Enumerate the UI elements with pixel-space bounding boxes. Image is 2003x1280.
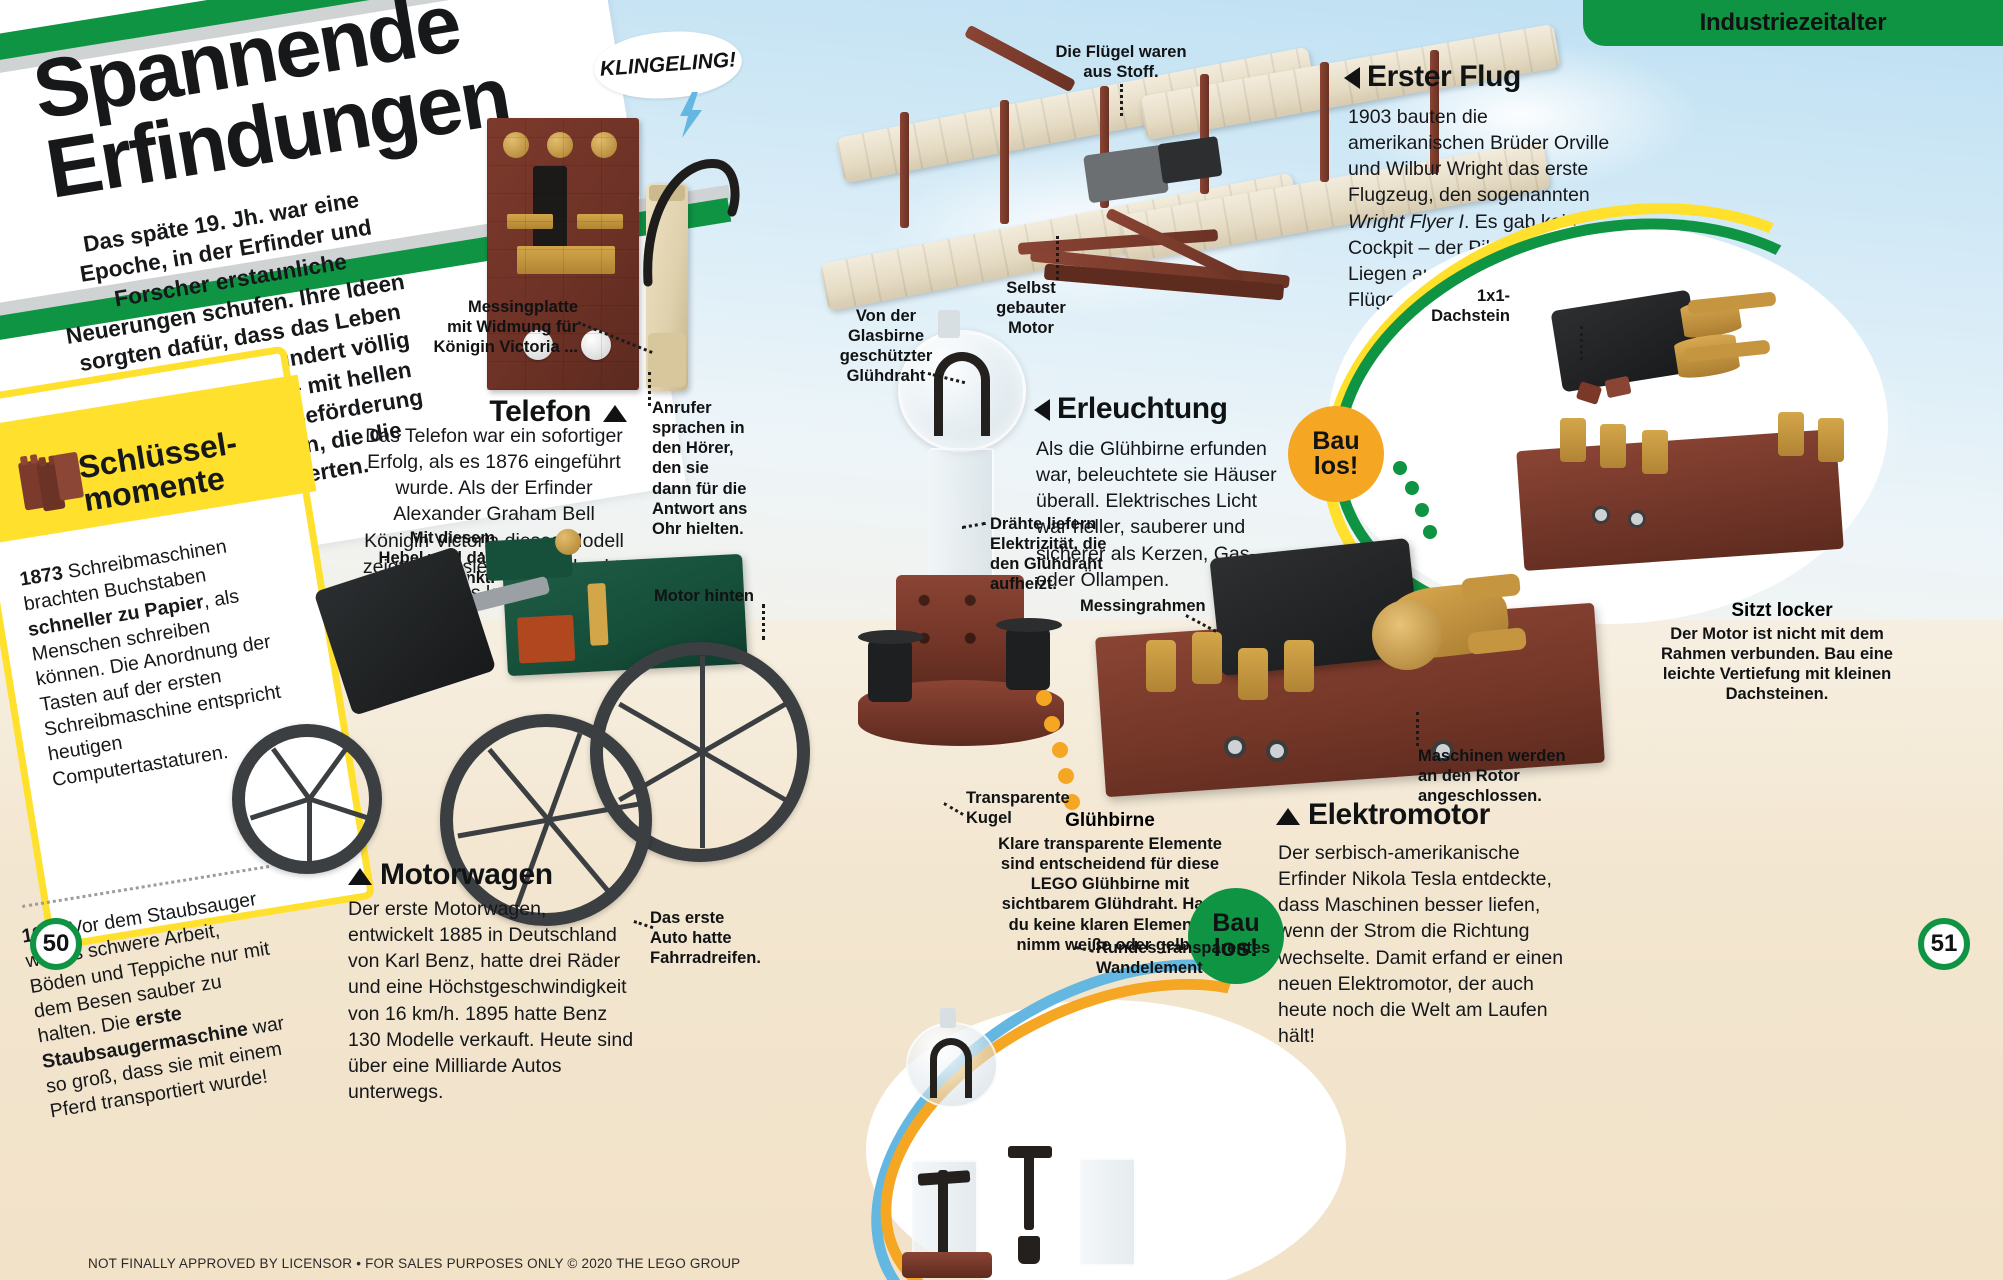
erster-flug-body-a: 1903 bauten die amerikanischen Brüder Or… xyxy=(1348,106,1610,207)
gluehbirne-title: Glühbirne xyxy=(1065,810,1155,831)
page-number-right: 51 xyxy=(1918,918,1970,970)
bau-los-label-line1: Bau xyxy=(1212,909,1260,937)
gluehbirne-body: Klare transparente Elemente sind entsche… xyxy=(998,835,1222,954)
motorwagen-tires-callout: Das erste Auto hatte Fahrradreifen. xyxy=(650,909,761,968)
telephone-brass-callout: Messingplatte mit Widmung für Königin Vi… xyxy=(433,298,578,357)
callout-leader-line xyxy=(762,604,765,640)
dotted-green-trail xyxy=(1390,460,1510,550)
orange-dot-trail xyxy=(1030,690,1090,820)
wandelement-callout: Rundes transparentes Wandelement xyxy=(1096,939,1271,978)
draehte-callout: Drähte liefern Elektrizität, die den Glü… xyxy=(990,515,1107,594)
telephone-caller-callout: Anrufer sprachen in den Hörer, den sie d… xyxy=(652,399,748,538)
chapter-tab: Industriezeitalter xyxy=(1583,0,2003,46)
motorwagen-front-wheel xyxy=(232,724,382,874)
erleuchtung-title: Erleuchtung xyxy=(1034,392,1228,426)
key-moment-year: 1873 xyxy=(18,562,65,591)
transparente-kugel-callout: Transparente Kugel xyxy=(966,789,1070,828)
sitzt-locker-body: Der Motor ist nicht mit dem Rahmen verbu… xyxy=(1661,625,1893,704)
rotor-callout: Maschinen werden an den Rotor angeschlos… xyxy=(1418,747,1566,806)
telephone-cord xyxy=(640,150,740,287)
bau-los-label-line1: Bau xyxy=(1312,427,1360,455)
bau-los-label-line2: los! xyxy=(1213,934,1259,962)
gluehdraht-callout: Von der Glasbirne geschützter Glühdraht xyxy=(839,307,933,386)
motorwagen-rear-wheel-right xyxy=(440,714,652,926)
brick-icon xyxy=(12,441,92,521)
callout-leader-line xyxy=(1580,326,1583,360)
elektromotor-title: Elektromotor xyxy=(1276,798,1490,832)
biplane-wings-callout: Die Flügel waren aus Stoff. xyxy=(1055,43,1187,82)
telephone-model xyxy=(487,118,639,390)
sitzt-locker-title: Sitzt locker xyxy=(1731,600,1833,621)
motorwagen-title: Motorwagen xyxy=(348,858,553,892)
bau-los-badge-top[interactable]: Bau los! xyxy=(1288,406,1384,502)
telephone-title: Telefon xyxy=(397,395,627,429)
lightning-bolt-icon xyxy=(676,92,704,138)
bau-los-label-line2: los! xyxy=(1313,452,1359,480)
biplane-motor-callout: Selbst gebauter Motor xyxy=(996,279,1066,338)
chapter-tab-label: Industriezeitalter xyxy=(1699,9,1887,36)
footer-legal-text: NOT FINALLY APPROVED BY LICENSOR • FOR S… xyxy=(88,1256,741,1271)
dachstein-callout: 1x1- Dachstein xyxy=(1431,287,1510,326)
callout-leader-line xyxy=(648,372,651,406)
motorwagen-body: Der erste Motorwagen, entwickelt 1885 in… xyxy=(348,898,634,1103)
callout-leader-line xyxy=(1120,84,1123,116)
callout-leader-line xyxy=(1416,712,1419,746)
messingrahmen-callout: Messingrahmen xyxy=(1080,597,1206,615)
erleuchtung-body: Als die Glühbirne erfunden war, beleucht… xyxy=(1036,438,1277,591)
callout-leader-line xyxy=(1056,236,1059,280)
bau-los-badge-bottom[interactable]: Bau los! xyxy=(1188,888,1284,984)
elektromotor-body: Der serbisch-amerikanische Erfinder Niko… xyxy=(1278,842,1564,1047)
motorwagen-motor-callout: Motor hinten xyxy=(654,587,754,605)
speech-bubble-text: KLINGELING! xyxy=(599,48,737,81)
erster-flug-title: Erster Flug xyxy=(1344,60,1521,94)
page-number-left: 50 xyxy=(30,918,82,970)
erster-flug-body-italic: Wright Flyer I xyxy=(1348,210,1464,233)
